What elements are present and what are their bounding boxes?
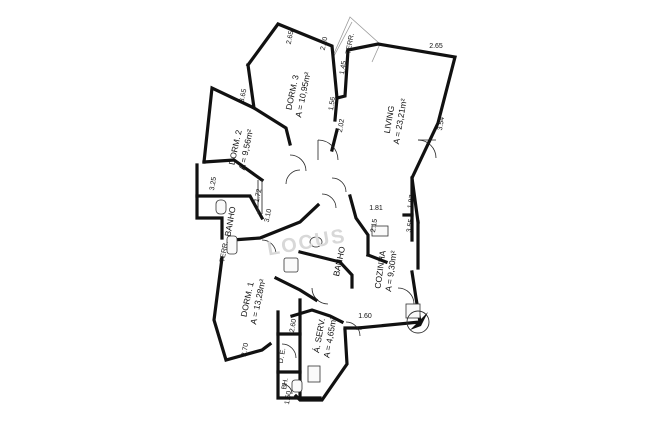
dimension-labels: 2.65 2.10 2.65 1.45 1.56 3.54 2.02 3.65 … <box>209 30 446 405</box>
dim-label: 1.72 <box>254 188 264 203</box>
room-dorm2: DORM. 2 A = 9,56m² <box>226 128 255 171</box>
room-dorm1: DORM. 1 A = 13,28m² <box>238 278 267 325</box>
room-name-de: D. E. <box>278 347 288 364</box>
bathroom-fixtures <box>215 180 421 393</box>
dim-label: 1.87 <box>407 194 416 209</box>
dim-label: 3.55 <box>406 218 415 233</box>
room-dorm3: DORM. 3 A = 10,95m² <box>283 71 312 118</box>
dim-label: 3.10 <box>264 208 274 223</box>
room-name-terr-top: TERR. <box>345 33 356 55</box>
north-arrow-icon <box>406 310 430 334</box>
terrace-outline-top <box>331 16 381 63</box>
dim-label: 2.60 <box>289 318 298 333</box>
dim-label: 2.65 <box>286 30 296 45</box>
door-swings <box>261 139 437 395</box>
dim-label: 3.25 <box>209 176 218 191</box>
dim-label: 2.65 <box>429 43 443 50</box>
dim-label: 3.65 <box>239 88 249 103</box>
room-area-servico: Á. SERV. A = 4,65m² <box>311 316 338 359</box>
dim-label: 1.81 <box>369 205 383 212</box>
dim-label: 2.70 <box>241 342 250 357</box>
dim-label: 2.10 <box>320 36 330 51</box>
dim-label: 1.50 <box>284 390 293 405</box>
dim-label: 2.15 <box>370 218 379 233</box>
room-cozinha: COZINHA A = 9,30m² <box>372 250 398 293</box>
dim-label: 3.54 <box>437 116 446 131</box>
exterior-walls <box>195 22 457 402</box>
room-living: LIVING A = 23,21m² <box>382 98 409 145</box>
dim-label: 1.56 <box>328 96 337 111</box>
dim-label: 2.02 <box>337 118 346 133</box>
room-name-bh: BH. <box>281 377 290 390</box>
room-name-terr-left: TERR. <box>219 241 230 263</box>
room-name-living: LIVING <box>382 105 397 134</box>
room-name-banho-b: BANHO <box>331 245 347 277</box>
dim-label: 1.60 <box>358 313 372 320</box>
dim-label: 1.45 <box>339 60 348 75</box>
